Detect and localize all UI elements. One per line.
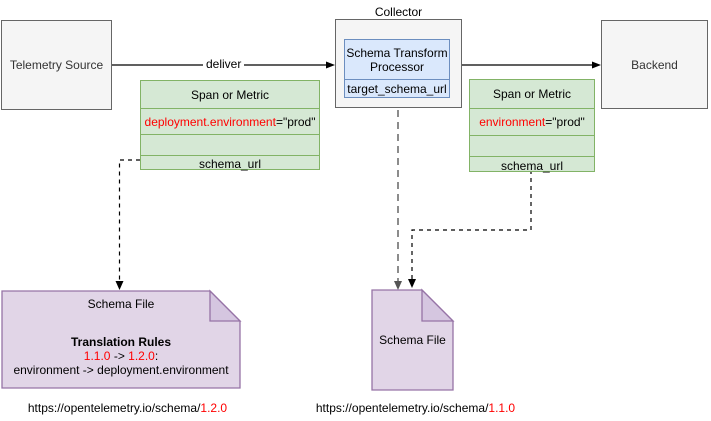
schema-url-arrowhead-right — [408, 279, 416, 288]
schema-url-text-right: https://opentelemetry.io/schema/1.1.0 — [315, 401, 516, 415]
target-schema-url-arrowhead — [394, 281, 402, 290]
span-right-attribute-row: environment="prod" — [470, 108, 594, 135]
schema-url-connector-left — [118, 159, 140, 281]
translation-rules-heading: Translation Rules — [70, 335, 172, 349]
rule-version-line: 1.1.0 -> 1.2.0: — [2, 349, 240, 363]
rule-version-to: 1.2.0 — [128, 349, 155, 363]
schema-url-left-prefix: https://opentelemetry.io/schema/ — [27, 401, 201, 415]
schema-url-right-prefix: https://opentelemetry.io/schema/ — [315, 401, 489, 415]
span-right-attr-value: ="prod" — [545, 115, 585, 129]
span-right-empty-row — [470, 135, 594, 156]
schema-url-right-version: 1.1.0 — [488, 401, 516, 415]
schema-url-arrowhead-left — [115, 281, 124, 290]
schema-url-text-left: https://opentelemetry.io/schema/1.2.0 — [2, 401, 253, 415]
deliver-edge-label: deliver — [203, 58, 245, 71]
span-left-empty-row — [141, 134, 319, 155]
rule-mapping-line: environment -> deployment.environment — [13, 363, 229, 377]
rule-version-colon: : — [154, 349, 159, 363]
schema-file-middle-fold — [421, 288, 455, 322]
span-or-metric-right: Span or Metric environment="prod" schema… — [469, 79, 595, 174]
span-left-title: Span or Metric — [190, 87, 270, 102]
span-left-attr-value: ="prod" — [275, 114, 316, 129]
span-left-attr-key: deployment.environment — [144, 114, 276, 129]
schema-file-left-title: Schema File — [87, 297, 155, 311]
span-left-attribute-row: deployment.environment="prod" — [141, 108, 319, 134]
schema-url-left-version: 1.2.0 — [200, 401, 228, 415]
deliver-arrowhead — [326, 61, 335, 69]
span-right-schema-url-row: schema_url — [470, 156, 594, 174]
target-schema-url-field: target_schema_url — [345, 79, 449, 98]
telemetry-source-label: Telemetry Source — [9, 58, 104, 72]
span-right-title: Span or Metric — [492, 87, 572, 101]
rule-version-from: 1.1.0 — [83, 349, 111, 363]
backend-label: Backend — [631, 57, 678, 72]
schema-file-left-shape — [1, 290, 241, 389]
backend-node: Backend — [601, 20, 708, 109]
schema-url-connector-right — [411, 170, 532, 279]
processor-title: Schema Transform Processor — [346, 45, 448, 74]
rule-version-sep: -> — [110, 349, 129, 363]
schema-file-left-fold — [209, 289, 242, 322]
span-left-schema-url-row: schema_url — [141, 155, 319, 172]
span-or-metric-left: Span or Metric deployment.environment="p… — [140, 80, 320, 172]
collector-backend-arrowhead — [592, 61, 601, 69]
schema-file-left-rules: Translation Rules 1.1.0 -> 1.2.0: enviro… — [2, 335, 240, 377]
span-right-attr-key: environment — [479, 115, 546, 129]
schema-transform-processor-node: Schema Transform Processor target_schema… — [344, 39, 450, 98]
telemetry-source-node: Telemetry Source — [1, 20, 112, 110]
collector-label: Collector — [374, 5, 423, 19]
schema-file-middle-title: Schema File — [379, 333, 446, 347]
